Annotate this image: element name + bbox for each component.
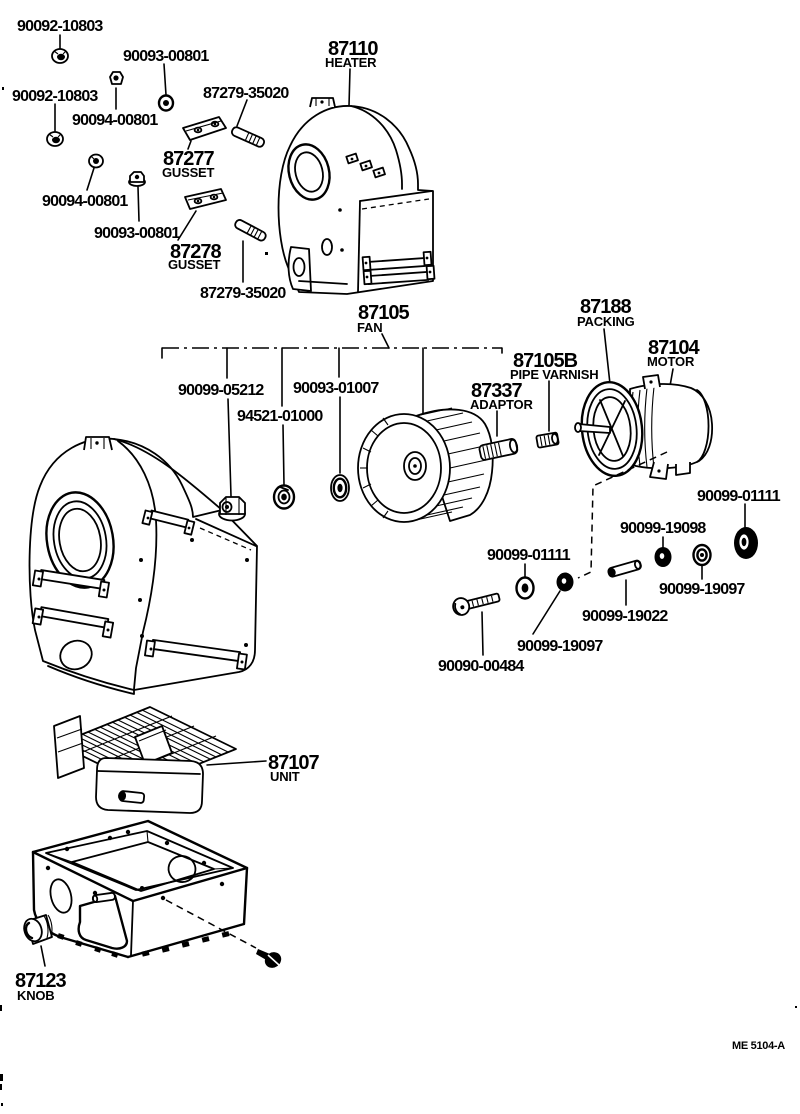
- label-87105b: 87105B: [513, 350, 578, 372]
- lock-washer-94521: [272, 484, 296, 510]
- label-90099-19097-b: 90099-19097: [659, 581, 745, 598]
- label-90099-19097-a: 90099-19097: [517, 638, 603, 655]
- label-87110-name: HEATER: [325, 55, 377, 70]
- heater-assembly-drawing: [277, 97, 436, 295]
- washer-01111-a: [515, 576, 535, 600]
- heater-core-drawing: [53, 706, 237, 814]
- label-90090-00484: 90090-00484: [438, 658, 524, 675]
- label-87277: 87277: [163, 148, 214, 170]
- pin-19022: [607, 559, 642, 578]
- label-90099-19022: 90099-19022: [582, 608, 668, 625]
- label-90092-10803-b: 90092-10803: [12, 88, 98, 105]
- label-87277-name: GUSSET: [162, 165, 215, 180]
- case-feet: [57, 931, 230, 958]
- knob-drawing: [23, 914, 53, 945]
- flange-nut-90092-a: [51, 48, 69, 64]
- label-90094-00801-a: 90094-00801: [72, 112, 158, 129]
- label-87337-name: ADAPTOR: [470, 397, 533, 412]
- label-87337: 87337: [471, 380, 522, 402]
- gusset-87277-drawing: [182, 116, 227, 141]
- label-87278-name: GUSSET: [168, 257, 221, 272]
- heater-straps: [361, 250, 436, 286]
- callout-labels: 90092-10803 90093-00801 90092-10803 9009…: [12, 18, 786, 1052]
- label-90099-19098: 90099-19098: [620, 520, 706, 537]
- label-87107-name: UNIT: [270, 769, 300, 784]
- label-87105: 87105: [358, 302, 409, 324]
- seam-tabs: [345, 152, 386, 179]
- motor-mount-hardware: [452, 527, 758, 616]
- label-90099-01111-b: 90099-01111: [697, 488, 781, 505]
- adaptor-drawing: [478, 438, 519, 461]
- grommet-01111-b: [734, 527, 758, 559]
- label-87123-name: KNOB: [17, 988, 54, 1003]
- label-87188-name: PACKING: [577, 314, 635, 329]
- nut-19098: [654, 547, 672, 567]
- label-87104-name: MOTOR: [647, 354, 695, 369]
- label-87188: 87188: [580, 296, 631, 318]
- inlet-ring: [287, 143, 331, 201]
- label-90093-00801-a: 90093-00801: [123, 48, 209, 65]
- label-87279-35020-a: 87279-35020: [203, 85, 289, 102]
- case-straps: [31, 509, 248, 671]
- fan-shaft-hardware: [218, 474, 350, 522]
- label-87107: 87107: [268, 752, 319, 774]
- case-box-drawing: [23, 819, 282, 968]
- packing-motor-drawing: [574, 374, 713, 579]
- figure-code: ME 5104-A: [732, 1040, 785, 1052]
- hex-nut-90093-a: [109, 71, 124, 85]
- label-94521-01000: 94521-01000: [237, 408, 323, 425]
- label-90093-00801-b: 90093-00801: [94, 225, 180, 242]
- blower-case-drawing: [28, 436, 258, 695]
- round-nut-90094-b: [88, 153, 104, 169]
- flange-nut-90092-b: [46, 131, 64, 147]
- flange-nut-90093-b: [128, 171, 146, 187]
- label-87105b-name: PIPE VARNISH: [510, 367, 598, 382]
- callout-leader-lines: [40, 34, 746, 967]
- label-87278: 87278: [170, 241, 221, 263]
- nut-19097-b: [692, 543, 712, 567]
- label-87104: 87104: [648, 337, 700, 359]
- nut-19097-a: [556, 571, 574, 592]
- screw-drawing: [256, 949, 282, 968]
- hardware-top-left: [46, 48, 267, 242]
- scan-specks: [0, 87, 797, 1106]
- label-87123: 87123: [15, 970, 66, 992]
- stud-87279-b: [234, 219, 267, 242]
- fan-rim-ticks: [360, 417, 389, 519]
- label-90092-10803-a: 90092-10803: [17, 18, 103, 35]
- label-87110: 87110: [328, 38, 378, 60]
- label-90093-01007: 90093-01007: [293, 380, 379, 397]
- label-87279-35020-b: 87279-35020: [200, 285, 286, 302]
- label-87105-name: FAN: [357, 320, 382, 335]
- stud-87279-a: [231, 126, 265, 148]
- washer-01007: [330, 474, 350, 502]
- pipe-varnish-drawing: [535, 431, 560, 449]
- label-90099-05212: 90099-05212: [178, 382, 264, 399]
- fan-blades: [415, 407, 487, 521]
- flange-nut-05212: [218, 496, 246, 522]
- gusset-87278-drawing: [184, 188, 227, 210]
- bolt-00484: [452, 592, 501, 616]
- label-90099-01111-a: 90099-01111: [487, 547, 571, 564]
- round-nut-top: [157, 94, 175, 112]
- label-90094-00801-b: 90094-00801: [42, 193, 128, 210]
- fan-drawing: [357, 407, 494, 523]
